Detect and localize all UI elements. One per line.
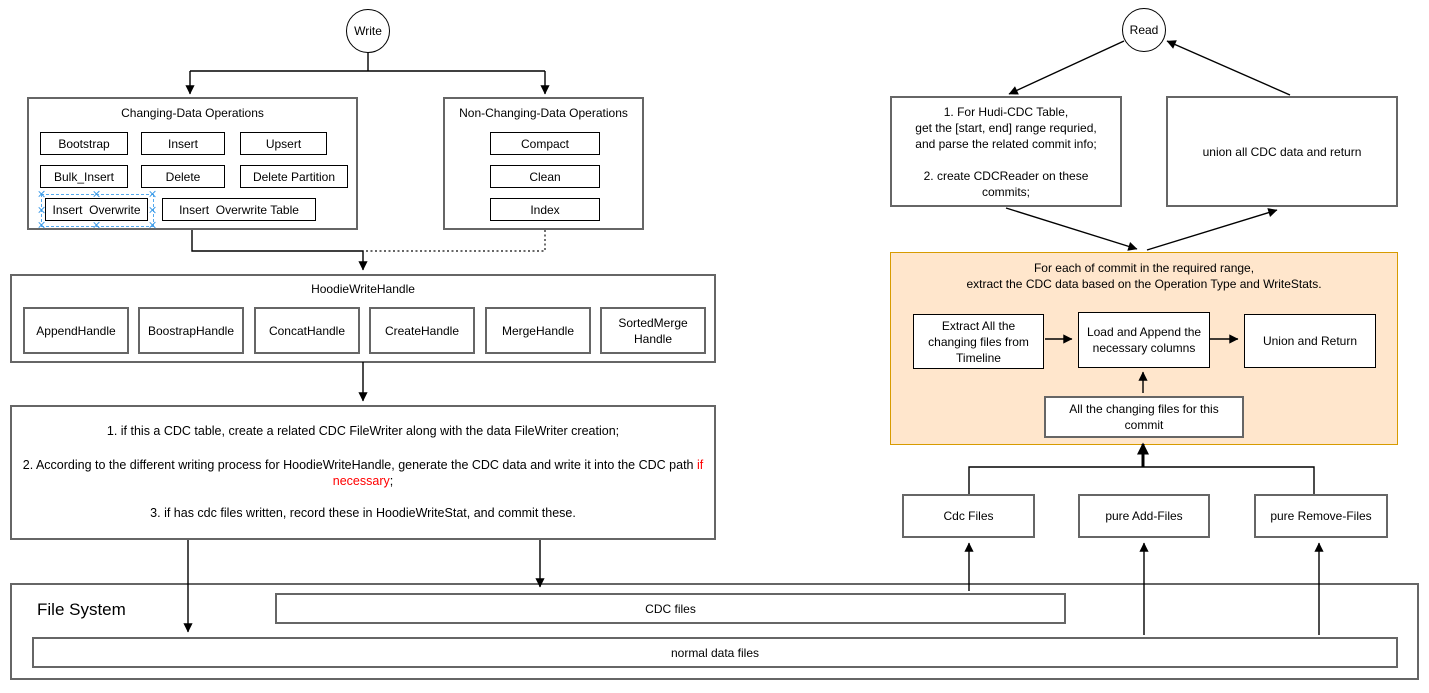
handle-concat-label: ConcatHandle <box>268 323 346 338</box>
hoodie-write-handle-title: HoodieWriteHandle <box>311 282 415 296</box>
selection-handle-sw[interactable] <box>38 222 45 229</box>
op-insert-label: Insert <box>167 136 198 151</box>
normal-data-files-bar-label: normal data files <box>670 645 760 660</box>
handle-merge[interactable]: MergeHandle <box>485 307 591 354</box>
op-upsert-label: Upsert <box>265 136 302 151</box>
op-insert-overwrite-label: Insert Overwrite <box>52 202 141 217</box>
handle-create[interactable]: CreateHandle <box>369 307 475 354</box>
hoodie-write-handle-group[interactable]: HoodieWriteHandle AppendHandle BoostrapH… <box>10 274 716 363</box>
read-prepare-box[interactable]: 1. For Hudi-CDC Table, get the [start, e… <box>890 96 1122 207</box>
arrow-union-to-read <box>1166 40 1291 96</box>
normal-data-files-bar[interactable]: normal data files <box>32 637 1398 668</box>
cdc-files-group-box[interactable]: Cdc Files <box>902 494 1035 538</box>
union-all-cdc-box[interactable]: union all CDC data and return <box>1166 96 1398 207</box>
selection-handle-ne[interactable] <box>149 191 156 198</box>
file-system-title: File System <box>37 600 126 619</box>
handle-boostrap-label: BoostrapHandle <box>147 323 235 338</box>
op-upsert[interactable]: Upsert <box>240 132 327 155</box>
write-node[interactable]: Write <box>346 9 390 53</box>
op-compact-label: Compact <box>520 136 570 151</box>
op-insert-overwrite-table-label: Insert Overwrite Table <box>179 202 299 217</box>
arrow-prepare-to-per-commit <box>1005 207 1138 251</box>
cdc-write-steps-box[interactable]: 1. if this a CDC table, create a related… <box>10 405 716 540</box>
read-prepare-text: 1. For Hudi-CDC Table, get the [start, e… <box>915 104 1097 199</box>
handle-append-label: AppendHandle <box>36 323 116 338</box>
op-delete[interactable]: Delete <box>141 165 225 188</box>
op-compact[interactable]: Compact <box>490 132 600 155</box>
pure-remove-files-label: pure Remove-Files <box>1270 509 1372 523</box>
union-all-cdc-label: union all CDC data and return <box>1202 144 1362 159</box>
selection-handle-e[interactable] <box>149 206 156 213</box>
step-2-text: 2. According to the different writing pr… <box>22 458 697 472</box>
file-groups-connector <box>968 466 1315 494</box>
op-bulk-insert[interactable]: Bulk_Insert <box>40 165 128 188</box>
op-delete-label: Delete <box>165 169 201 184</box>
extract-changing-files-box[interactable]: Extract All the changing files from Time… <box>913 314 1044 369</box>
cdc-files-group-label: Cdc Files <box>943 509 994 523</box>
load-append-columns-box[interactable]: Load and Append the necessary columns <box>1078 312 1210 368</box>
selection-handle-nw[interactable] <box>38 191 45 198</box>
handle-create-label: CreateHandle <box>384 323 460 338</box>
handle-boostrap[interactable]: BoostrapHandle <box>138 307 244 354</box>
cdc-files-bar-label: CDC files <box>645 601 696 616</box>
changing-files-for-commit-box[interactable]: All the changing files for this commit <box>1044 396 1244 438</box>
dashed-non-changing-to-write-handle <box>366 230 546 252</box>
op-insert-overwrite[interactable]: Insert Overwrite <box>45 198 148 221</box>
selection-handle-se[interactable] <box>149 222 156 229</box>
op-index[interactable]: Index <box>490 198 600 221</box>
op-bulk-insert-label: Bulk_Insert <box>53 169 115 184</box>
op-insert[interactable]: Insert <box>141 132 225 155</box>
selection-handle-n[interactable] <box>93 191 100 198</box>
arrow-read-to-prepare <box>1008 40 1125 95</box>
non-changing-data-operations-title: Non-Changing-Data Operations <box>459 106 628 120</box>
read-node-label: Read <box>1129 23 1159 37</box>
step-1: 1. if this a CDC table, create a related… <box>106 424 620 438</box>
non-changing-data-operations-group[interactable]: Non-Changing-Data Operations Compact Cle… <box>443 97 644 230</box>
step-2-highlight: if necessary <box>332 458 704 488</box>
union-and-return-box[interactable]: Union and Return <box>1244 314 1376 368</box>
per-commit-group[interactable]: For each of commit in the required range… <box>890 252 1398 445</box>
pure-add-files-label: pure Add-Files <box>1105 509 1183 523</box>
changing-files-for-commit-label: All the changing files for this commit <box>1069 402 1219 432</box>
per-commit-title: For each of commit in the required range… <box>966 261 1322 291</box>
op-insert-overwrite-table[interactable]: Insert Overwrite Table <box>162 198 316 221</box>
union-and-return-label: Union and Return <box>1262 334 1358 348</box>
op-clean-label: Clean <box>529 169 561 184</box>
handle-sorted-merge-label: SortedMerge Handle <box>618 315 688 346</box>
changing-data-operations-title: Changing-Data Operations <box>121 106 264 120</box>
pure-add-files-box[interactable]: pure Add-Files <box>1078 494 1210 538</box>
handle-sorted-merge[interactable]: SortedMerge Handle <box>600 307 706 354</box>
cdc-files-bar[interactable]: CDC files <box>275 593 1066 624</box>
op-bootstrap-label: Bootstrap <box>58 136 110 151</box>
step-3: 3. if has cdc files written, record thes… <box>150 506 576 520</box>
selection-handle-s[interactable] <box>93 222 100 229</box>
op-bootstrap[interactable]: Bootstrap <box>40 132 128 155</box>
step-2: 2. According to the different writing pr… <box>12 457 714 489</box>
selection-handle-w[interactable] <box>38 206 45 213</box>
read-node[interactable]: Read <box>1122 8 1166 52</box>
step-2-suffix: ; <box>389 474 394 488</box>
load-append-columns-label: Load and Append the necessary columns <box>1086 325 1202 355</box>
op-delete-partition-label: Delete Partition <box>252 169 336 184</box>
write-node-label: Write <box>354 24 382 38</box>
arrow-per-commit-to-union <box>1146 208 1278 251</box>
handle-merge-label: MergeHandle <box>501 323 575 338</box>
handle-append[interactable]: AppendHandle <box>23 307 129 354</box>
changing-data-operations-group[interactable]: Changing-Data Operations Bootstrap Inser… <box>27 97 358 230</box>
op-clean[interactable]: Clean <box>490 165 600 188</box>
arrow-changing-ops-to-write-handle <box>191 230 368 271</box>
pure-remove-files-box[interactable]: pure Remove-Files <box>1254 494 1388 538</box>
op-index-label: Index <box>530 202 560 217</box>
op-delete-partition[interactable]: Delete Partition <box>240 165 348 188</box>
extract-changing-files-label: Extract All the changing files from Time… <box>928 318 1029 365</box>
handle-concat[interactable]: ConcatHandle <box>254 307 360 354</box>
